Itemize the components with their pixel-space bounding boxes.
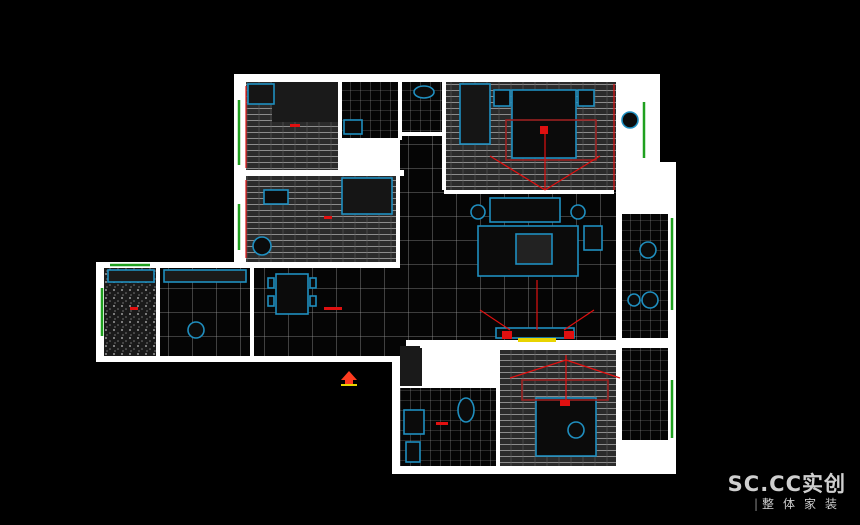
furniture bbox=[107, 83, 659, 463]
windows bbox=[100, 100, 674, 438]
logo-sub-text: 整体家装 bbox=[696, 496, 846, 512]
logo-main-text: SC.CC实创 bbox=[727, 472, 846, 496]
entrance-arrow-icon bbox=[341, 371, 357, 386]
lighting-markers bbox=[245, 84, 621, 404]
company-logo: SC.CC实创 整体家装 bbox=[696, 472, 846, 516]
interior-walls bbox=[156, 80, 622, 466]
tv-highlight bbox=[518, 338, 556, 342]
red-accents bbox=[130, 124, 574, 425]
